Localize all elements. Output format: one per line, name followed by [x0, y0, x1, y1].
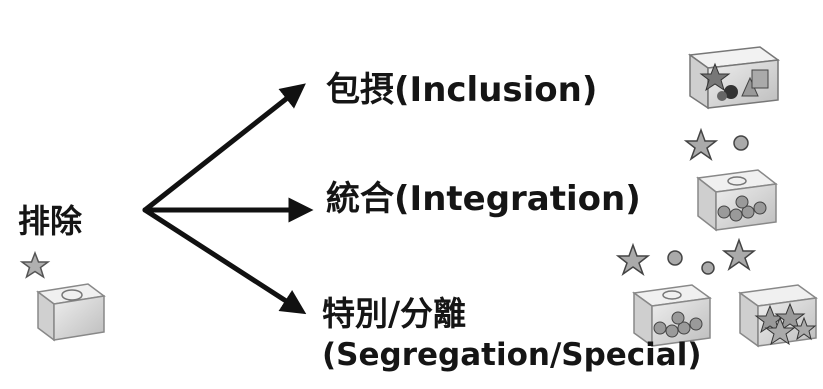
integration-label: 統合(Integration) — [326, 179, 641, 219]
arrows — [142, 83, 314, 315]
star-icon — [19, 250, 51, 279]
box-with-shapes-icon — [687, 46, 781, 110]
arrow-to-inclusion — [142, 83, 306, 213]
ball-icon — [667, 250, 683, 266]
exclusion-illustration — [19, 250, 106, 342]
ball-icon — [701, 261, 715, 275]
ball-icon — [733, 135, 749, 151]
box-with-stars-icon — [738, 284, 818, 348]
box-with-balls-icon — [632, 284, 712, 348]
exclusion-label: 排除 — [18, 202, 83, 240]
box-with-balls-icon — [696, 169, 778, 232]
empty-box-icon — [36, 283, 106, 342]
star-icon — [615, 242, 651, 276]
segregation-label: 特別/分離 — [322, 294, 467, 333]
segregation-sublabel: (Segregation/Special) — [322, 337, 702, 373]
integration-illustration — [683, 127, 778, 232]
inclusion-label: 包摂(Inclusion) — [326, 70, 598, 110]
star-icon — [683, 127, 719, 161]
arrow-to-segregation — [142, 207, 307, 315]
segregation-illustration — [615, 237, 818, 348]
star-icon — [721, 237, 757, 271]
